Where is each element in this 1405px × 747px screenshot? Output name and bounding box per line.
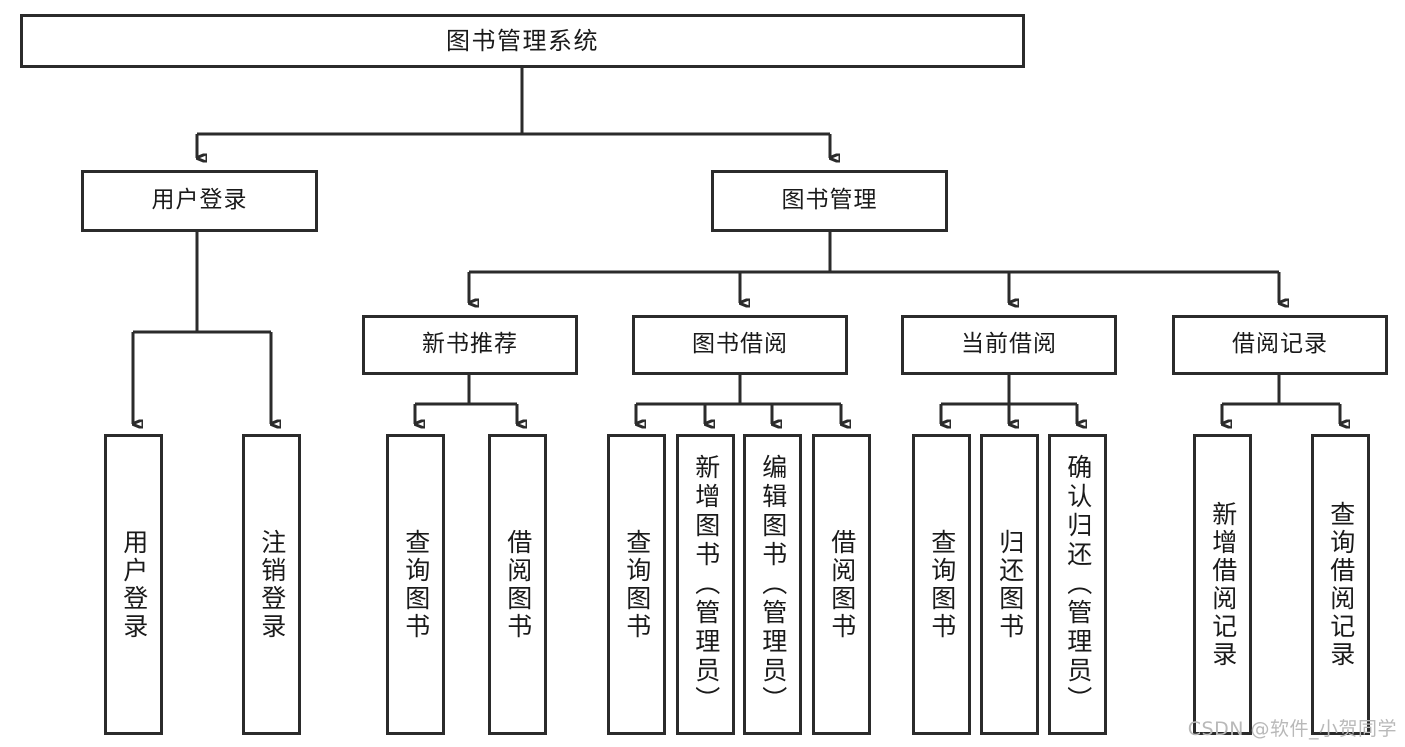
- node-leaf-confirm-return-label: 确认归还（管理员）: [1063, 454, 1093, 715]
- node-leaf-borrow-book-2-label: 借阅图书: [827, 528, 857, 641]
- node-leaf-borrow-book-2[interactable]: 借阅图书: [812, 434, 871, 735]
- node-book-manage[interactable]: 图书管理: [711, 170, 948, 232]
- node-user-login[interactable]: 用户登录: [81, 170, 318, 232]
- wire-bookborrow-to-leaves: [634, 375, 841, 424]
- node-leaf-query-book-2-label: 查询图书: [622, 528, 652, 641]
- node-leaf-add-book[interactable]: 新增图书（管理员）: [676, 434, 735, 735]
- node-leaf-query-record[interactable]: 查询借阅记录: [1311, 434, 1370, 735]
- node-leaf-confirm-return[interactable]: 确认归还（管理员）: [1048, 434, 1107, 735]
- node-leaf-borrow-book-1[interactable]: 借阅图书: [488, 434, 547, 735]
- node-user-login-label: 用户登录: [151, 187, 248, 214]
- node-leaf-add-record[interactable]: 新增借阅记录: [1193, 434, 1252, 735]
- node-new-book-recommend-label: 新书推荐: [422, 331, 518, 358]
- node-leaf-edit-book-label: 编辑图书（管理员）: [758, 454, 788, 715]
- node-leaf-query-book-3[interactable]: 查询图书: [912, 434, 971, 735]
- node-leaf-return-book-label: 归还图书: [995, 528, 1025, 641]
- node-leaf-add-book-label: 新增图书（管理员）: [691, 454, 721, 715]
- wire-borrowrecord-to-leaves: [1220, 375, 1340, 424]
- node-leaf-logout-login-label: 注销登录: [257, 528, 287, 641]
- node-leaf-query-book-1-label: 查询图书: [401, 528, 431, 641]
- node-book-manage-label: 图书管理: [781, 187, 878, 214]
- wire-currentborrow-to-leaves: [939, 375, 1077, 424]
- node-leaf-query-book-1[interactable]: 查询图书: [386, 434, 445, 735]
- node-root[interactable]: 图书管理系统: [20, 14, 1025, 68]
- node-new-book-recommend[interactable]: 新书推荐: [362, 315, 578, 375]
- wire-userlogin-to-leaves: [131, 232, 271, 424]
- wire-root-to-level2: [195, 68, 830, 158]
- node-book-borrow-label: 图书借阅: [692, 331, 788, 358]
- node-leaf-query-book-2[interactable]: 查询图书: [607, 434, 666, 735]
- node-leaf-return-book[interactable]: 归还图书: [980, 434, 1039, 735]
- wire-bookmanage-to-level3: [467, 232, 1279, 303]
- node-leaf-user-login[interactable]: 用户登录: [104, 434, 163, 735]
- csdn-watermark: CSDN @软件_小贺同学: [1187, 718, 1397, 740]
- node-root-label: 图书管理系统: [446, 26, 599, 55]
- node-leaf-query-book-3-label: 查询图书: [927, 528, 957, 641]
- node-leaf-user-login-label: 用户登录: [119, 528, 149, 641]
- node-leaf-add-record-label: 新增借阅记录: [1208, 500, 1238, 669]
- node-leaf-borrow-book-1-label: 借阅图书: [503, 528, 533, 641]
- node-book-borrow[interactable]: 图书借阅: [632, 315, 848, 375]
- node-leaf-edit-book[interactable]: 编辑图书（管理员）: [743, 434, 802, 735]
- node-current-borrow-label: 当前借阅: [961, 331, 1057, 358]
- node-leaf-logout-login[interactable]: 注销登录: [242, 434, 301, 735]
- node-borrow-record[interactable]: 借阅记录: [1172, 315, 1388, 375]
- node-current-borrow[interactable]: 当前借阅: [901, 315, 1117, 375]
- wire-newbook-to-leaves: [413, 375, 517, 424]
- node-leaf-query-record-label: 查询借阅记录: [1326, 500, 1356, 669]
- node-borrow-record-label: 借阅记录: [1232, 331, 1328, 358]
